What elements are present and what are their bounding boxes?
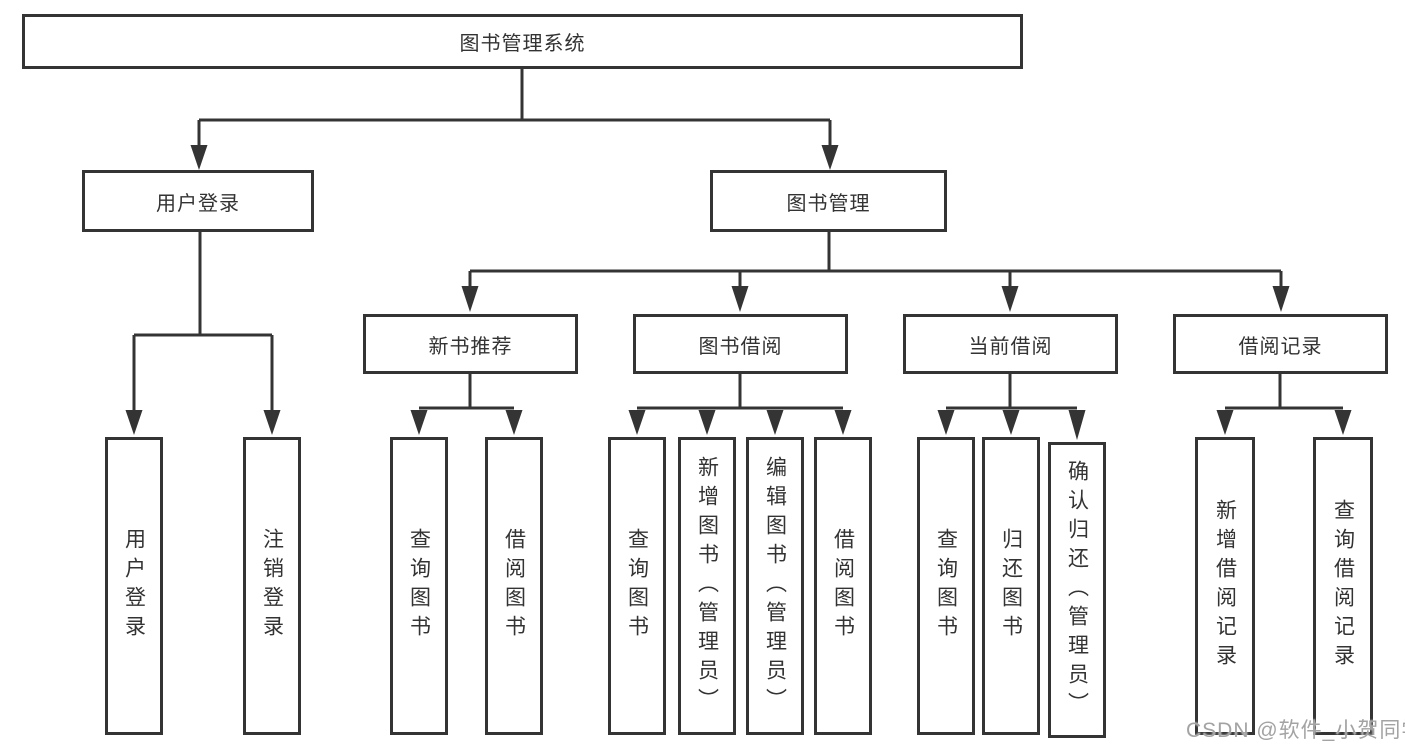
leaf-borrow-books-recommend: 借阅图书 bbox=[485, 437, 543, 735]
node-new-book-recommend: 新书推荐 bbox=[363, 314, 578, 374]
node-label: 借阅记录 bbox=[1238, 335, 1323, 358]
leaf-confirm-return-admin: 确认归还（管理员） bbox=[1048, 442, 1106, 738]
leaf-query-borrow-record: 查询借阅记录 bbox=[1313, 437, 1373, 735]
node-label: 图书管理系统 bbox=[459, 33, 586, 55]
node-label: 查询图书 bbox=[934, 528, 958, 644]
leaf-query-books-borrow: 查询图书 bbox=[608, 437, 666, 735]
node-label: 新增图书（管理员） bbox=[695, 455, 719, 717]
node-label: 新增借阅记录 bbox=[1213, 499, 1237, 673]
node-label: 用户登录 bbox=[156, 192, 240, 215]
leaf-add-borrow-record: 新增借阅记录 bbox=[1195, 437, 1255, 735]
node-label: 借阅图书 bbox=[502, 528, 526, 644]
node-library-management-system: 图书管理系统 bbox=[22, 14, 1023, 69]
node-book-management: 图书管理 bbox=[710, 170, 947, 232]
node-label: 确认归还（管理员） bbox=[1065, 459, 1089, 721]
node-label: 查询借阅记录 bbox=[1331, 499, 1355, 673]
leaf-query-books-current: 查询图书 bbox=[917, 437, 975, 735]
leaf-add-books-admin: 新增图书（管理员） bbox=[678, 437, 736, 735]
node-label: 图书借阅 bbox=[698, 335, 783, 358]
node-label: 归还图书 bbox=[999, 528, 1023, 644]
node-label: 编辑图书（管理员） bbox=[763, 455, 787, 717]
leaf-logout: 注销登录 bbox=[243, 437, 301, 735]
node-current-borrow: 当前借阅 bbox=[903, 314, 1118, 374]
node-label: 查询图书 bbox=[407, 528, 431, 644]
node-label: 借阅图书 bbox=[831, 528, 855, 644]
node-label: 用户登录 bbox=[122, 528, 146, 644]
leaf-query-books-recommend: 查询图书 bbox=[390, 437, 448, 735]
node-label: 注销登录 bbox=[260, 528, 284, 644]
node-label: 图书管理 bbox=[786, 192, 871, 215]
leaf-user-login: 用户登录 bbox=[105, 437, 163, 735]
leaf-borrow-books: 借阅图书 bbox=[814, 437, 872, 735]
node-label: 当前借阅 bbox=[968, 335, 1053, 358]
leaf-edit-books-admin: 编辑图书（管理员） bbox=[746, 437, 804, 735]
watermark: CSDN @软件_小贺同学 bbox=[1186, 719, 1405, 742]
node-label: 查询图书 bbox=[625, 528, 649, 644]
node-user-login: 用户登录 bbox=[82, 170, 314, 232]
node-borrow-records: 借阅记录 bbox=[1173, 314, 1388, 374]
node-label: 新书推荐 bbox=[428, 335, 513, 358]
node-book-borrow: 图书借阅 bbox=[633, 314, 848, 374]
leaf-return-books: 归还图书 bbox=[982, 437, 1040, 735]
